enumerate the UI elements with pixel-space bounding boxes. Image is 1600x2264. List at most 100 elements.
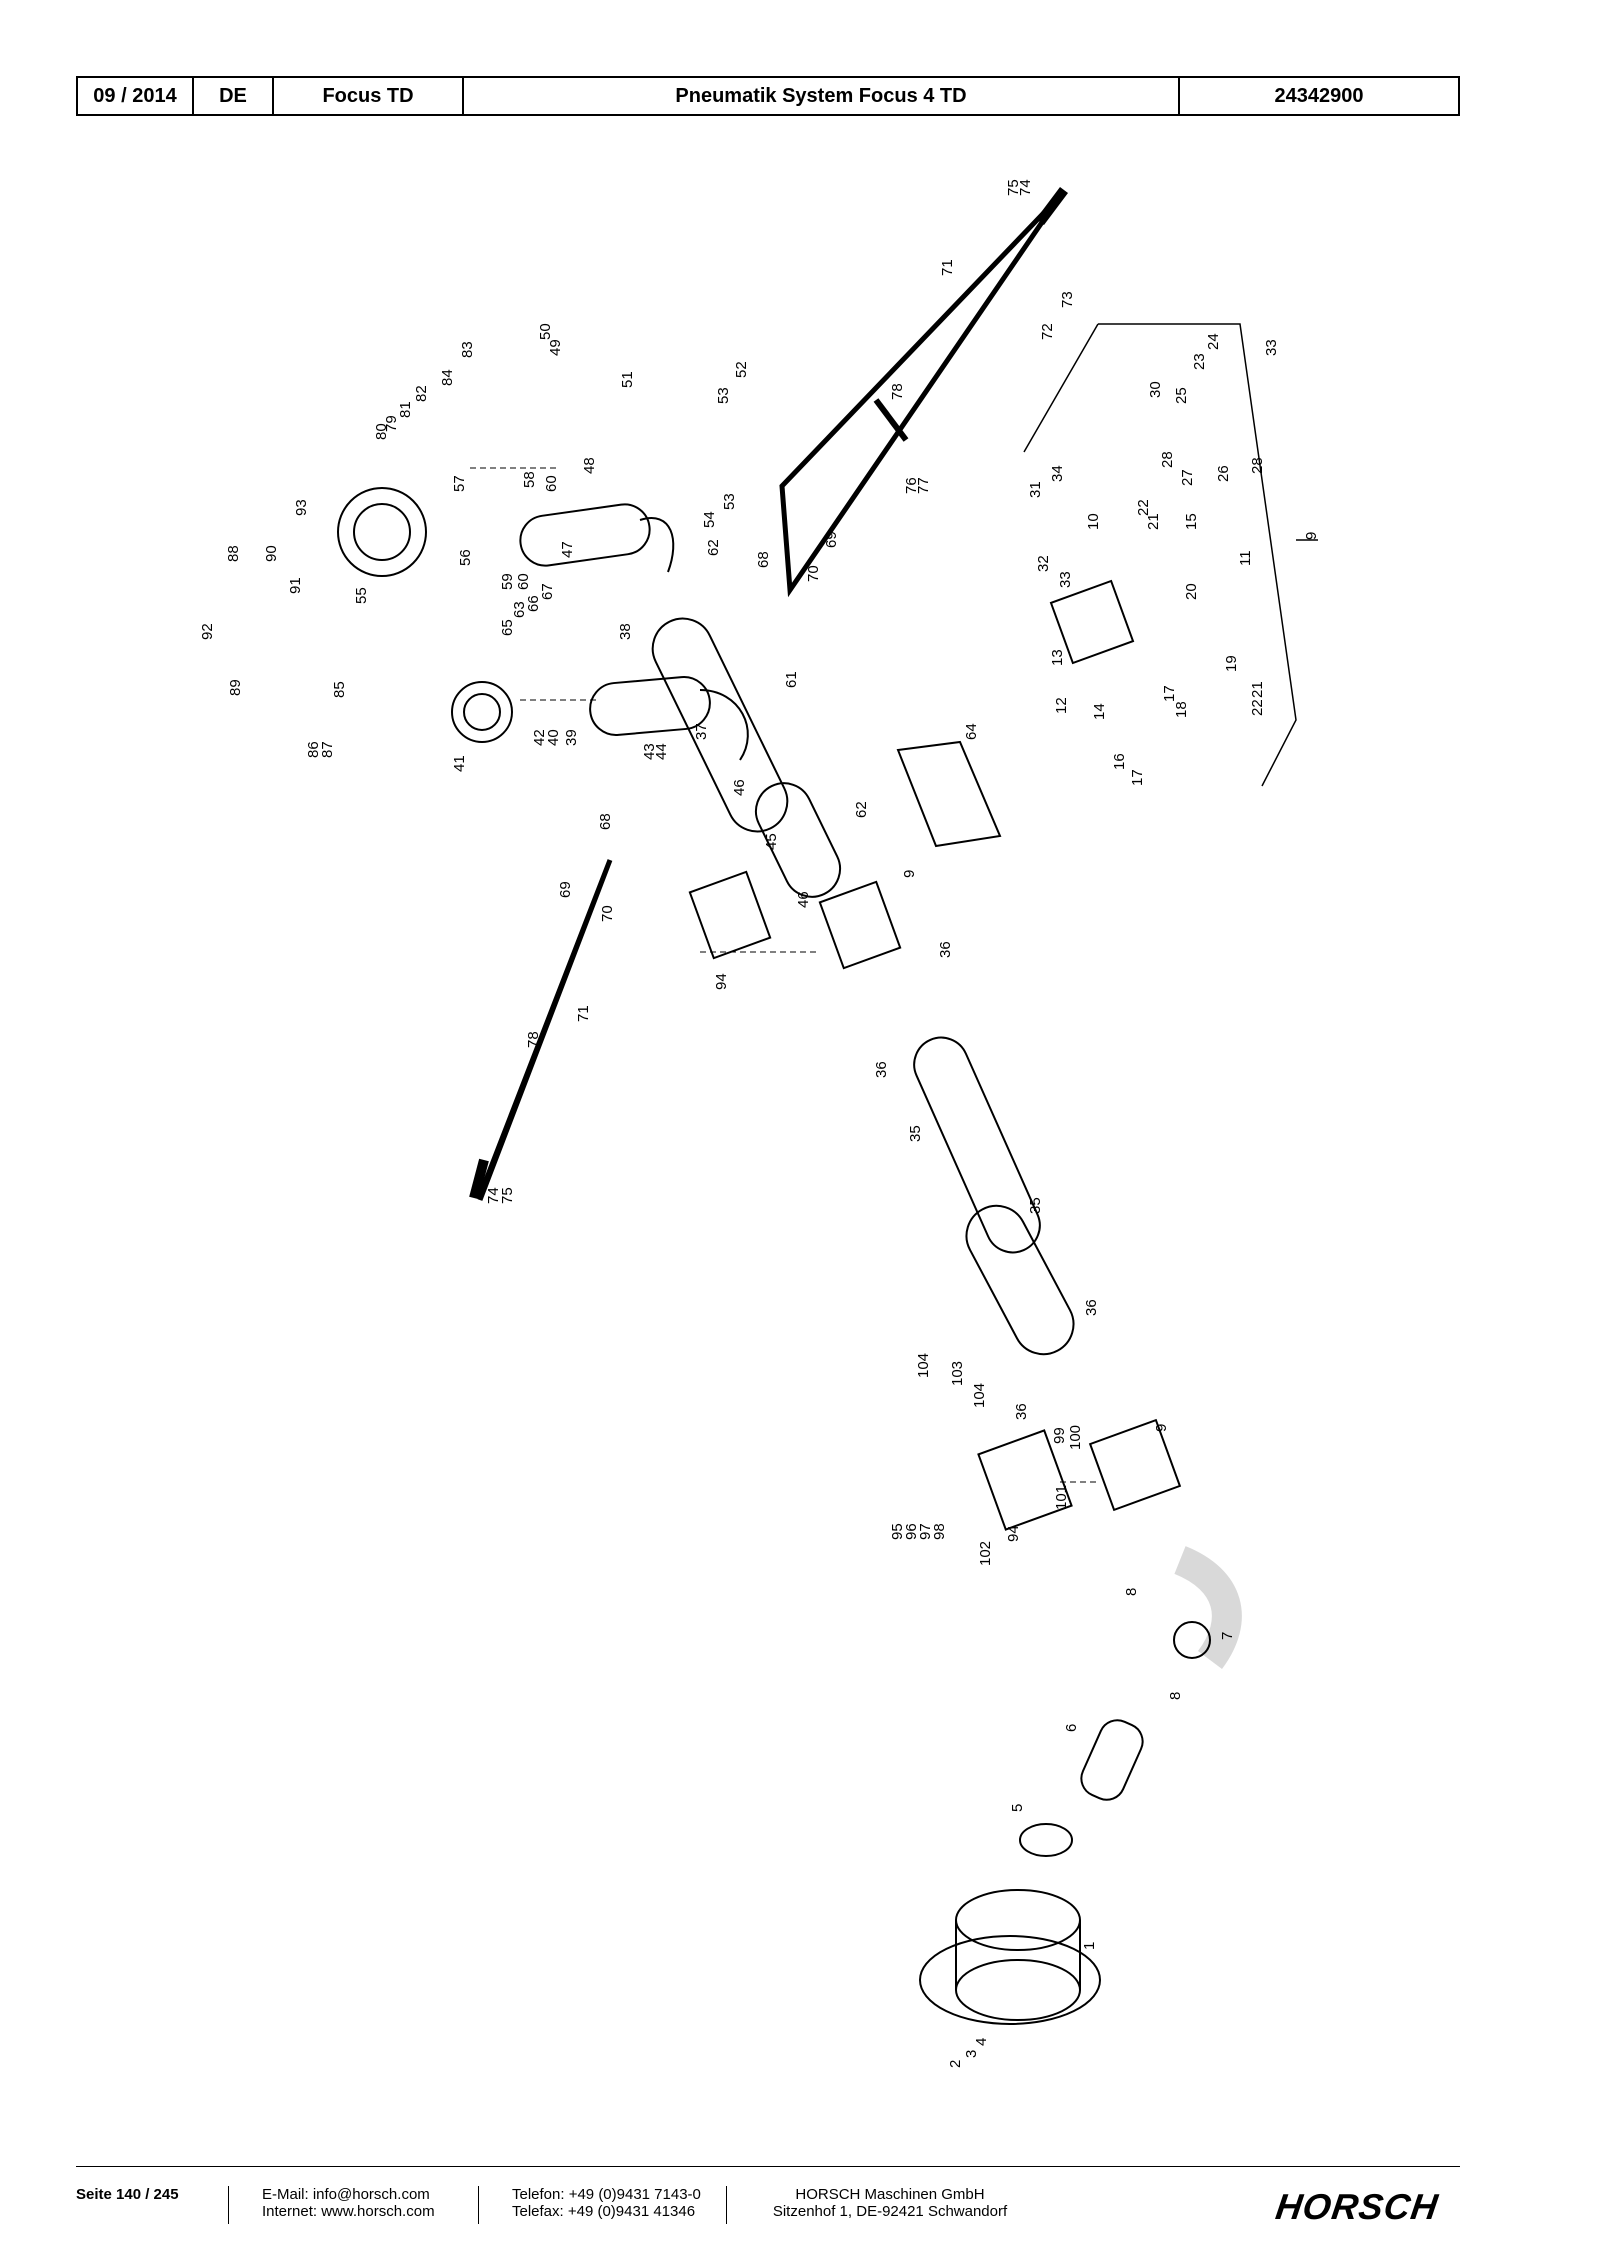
header-bar: 09 / 2014 DE Focus TD Pneumatik System F… — [76, 76, 1460, 116]
part-number-label: 61 — [783, 671, 800, 688]
part-number-label: 76 — [903, 477, 920, 494]
part-number-label: 18 — [1173, 701, 1190, 718]
part-number-label: 34 — [1049, 465, 1066, 482]
part-number-label: 2 — [947, 2060, 964, 2068]
part-number-label: 66 — [525, 595, 542, 612]
part-number-label: 63 — [511, 601, 528, 618]
part-number-label: 50 — [537, 323, 554, 340]
part-number-label: 55 — [353, 587, 370, 604]
part-number-label: 64 — [963, 723, 980, 740]
part-number-label: 25 — [1173, 387, 1190, 404]
part-number-label: 67 — [539, 583, 556, 600]
part-number-label: 14 — [1091, 703, 1108, 720]
part-number-label: 81 — [397, 401, 414, 418]
part-number-label: 100 — [1067, 1425, 1084, 1450]
part-number-label: 69 — [823, 531, 840, 548]
part-number-label: 40 — [545, 729, 562, 746]
part-number-label: 17 — [1161, 685, 1178, 702]
part-number-label: 92 — [199, 623, 216, 640]
part-number-label: 68 — [755, 551, 772, 568]
header-date: 09 / 2014 — [78, 78, 194, 114]
part-number-label: 47 — [559, 541, 576, 558]
part-number-label: 10 — [1085, 513, 1102, 530]
horsch-logo: HORSCH — [1273, 2186, 1441, 2227]
part-number-label: 20 — [1183, 583, 1200, 600]
part-number-label: 78 — [525, 1031, 542, 1048]
part-number-label: 13 — [1049, 649, 1066, 666]
part-number-label: 8 — [1167, 1692, 1184, 1700]
part-number-label: 1 — [1081, 1942, 1098, 1950]
part-number-label: 48 — [581, 457, 598, 474]
part-number-label: 27 — [1179, 469, 1196, 486]
part-number-label: 9 — [1303, 532, 1320, 540]
part-number-label: 65 — [499, 619, 516, 636]
part-number-label: 42 — [531, 729, 548, 746]
part-number-label: 53 — [715, 387, 732, 404]
part-number-label: 70 — [599, 905, 616, 922]
header-doc-number: 24342900 — [1274, 84, 1364, 107]
footer-separator — [726, 2186, 727, 2224]
part-number-label: 9 — [1153, 1424, 1170, 1432]
part-number-label: 86 — [305, 741, 322, 758]
part-number-label: 8 — [1123, 1588, 1140, 1596]
part-number-label: 99 — [1051, 1427, 1068, 1444]
part-number-label: 98 — [931, 1523, 948, 1540]
footer-company: HORSCH Maschinen GmbH — [795, 2186, 985, 2203]
part-number-label: 45 — [763, 833, 780, 850]
part-number-label: 22 — [1249, 699, 1266, 716]
part-number-label: 94 — [1005, 1525, 1022, 1542]
part-number-label: 97 — [917, 1523, 934, 1540]
header-title: Pneumatik System Focus 4 TD — [464, 78, 1180, 114]
part-number-label: 19 — [1223, 655, 1240, 672]
footer-address: Sitzenhof 1, DE-92421 Schwandorf — [772, 2203, 1008, 2220]
part-number-label: 22 — [1135, 499, 1152, 516]
part-number-label: 77 — [915, 477, 932, 494]
part-number-label: 21 — [1249, 681, 1266, 698]
part-number-label: 79 — [383, 415, 400, 432]
part-number-label: 11 — [1237, 550, 1254, 566]
footer-company-block: HORSCH Maschinen GmbH Sitzenhof 1, DE-92… — [760, 2186, 1020, 2220]
footer-contact-web: E-Mail: info@horsch.com Internet: www.ho… — [262, 2186, 435, 2220]
part-number-label: 53 — [721, 493, 738, 510]
part-number-label: 51 — [619, 371, 636, 388]
part-number-label: 104 — [971, 1383, 988, 1408]
footer-page-number: Seite 140 / 245 — [76, 2186, 179, 2203]
part-number-label: 95 — [889, 1523, 906, 1540]
part-number-label: 33 — [1263, 339, 1280, 356]
part-number-label: 96 — [903, 1523, 920, 1540]
part-number-label: 28 — [1159, 451, 1176, 468]
part-number-label: 21 — [1145, 513, 1162, 530]
footer-contact-phone: Telefon: +49 (0)9431 7143-0 Telefax: +49… — [512, 2186, 701, 2220]
part-number-label: 91 — [287, 577, 304, 594]
part-number-label: 56 — [457, 549, 474, 566]
part-number-label: 26 — [1215, 465, 1232, 482]
part-number-label: 90 — [263, 545, 280, 562]
part-number-label: 75 — [499, 1187, 516, 1204]
part-number-label: 36 — [1013, 1403, 1030, 1420]
part-number-label: 37 — [693, 723, 710, 740]
footer-rule — [76, 2166, 1460, 2167]
part-number-label: 89 — [227, 679, 244, 696]
part-number-label: 82 — [413, 385, 430, 402]
part-number-label: 44 — [653, 743, 670, 760]
part-number-label: 52 — [733, 361, 750, 378]
footer-email[interactable]: E-Mail: info@horsch.com — [262, 2186, 430, 2203]
part-number-label: 74 — [485, 1187, 502, 1204]
part-number-label: 93 — [293, 499, 310, 516]
part-number-label: 58 — [521, 471, 538, 488]
part-number-label: 101 — [1053, 1485, 1070, 1510]
footer-internet[interactable]: Internet: www.horsch.com — [262, 2203, 435, 2220]
part-number-label: 3 — [963, 2050, 980, 2058]
part-number-label: 74 — [1017, 179, 1034, 196]
part-number-label: 33 — [1057, 571, 1074, 588]
part-number-label: 38 — [617, 623, 634, 640]
part-number-label: 15 — [1183, 513, 1200, 530]
part-number-label: 102 — [977, 1541, 994, 1566]
part-number-label: 70 — [805, 565, 822, 582]
footer-separator — [478, 2186, 479, 2224]
part-number-label: 31 — [1027, 481, 1044, 498]
part-number-label: 46 — [795, 891, 812, 908]
part-number-label: 49 — [547, 339, 564, 356]
part-number-label: 30 — [1147, 381, 1164, 398]
